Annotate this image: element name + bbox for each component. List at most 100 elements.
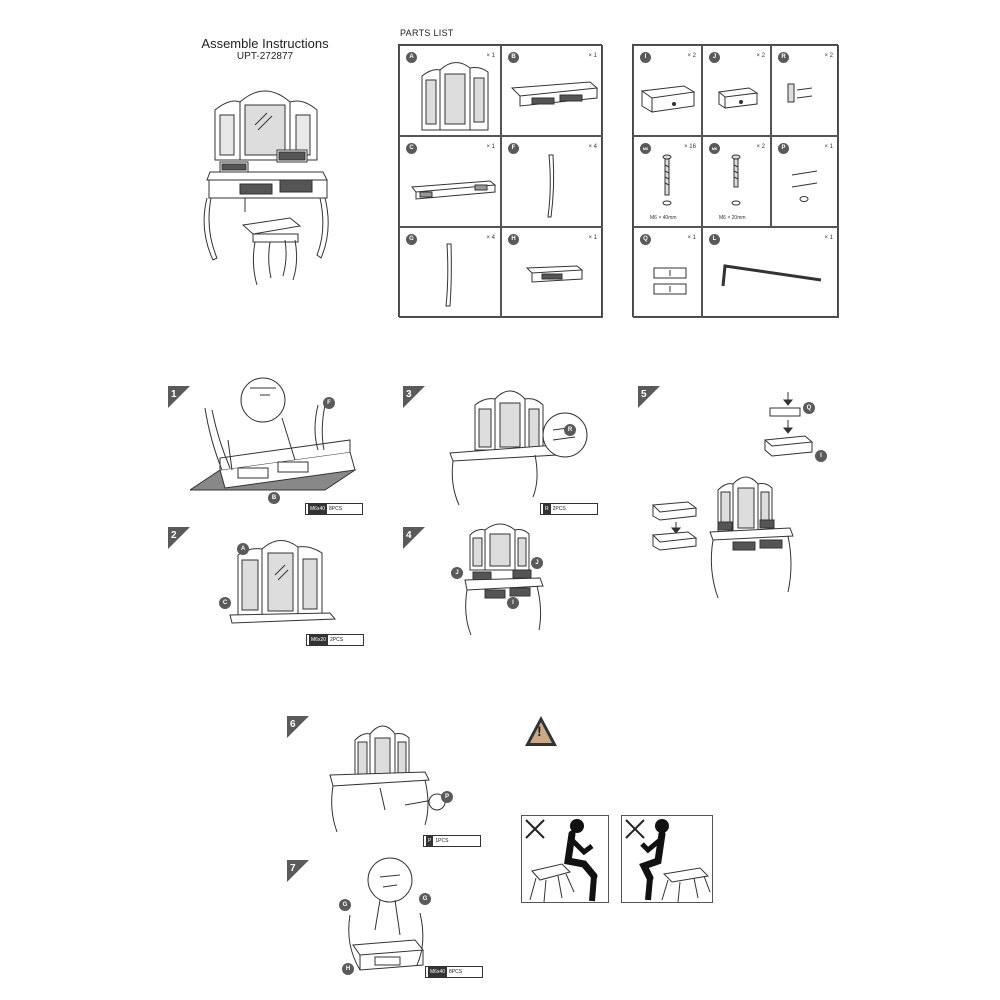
part-badge: B [508, 52, 519, 63]
part-cell-f: F × 4 [501, 136, 603, 227]
part-cell-i: I × 2 [633, 45, 702, 136]
part-cell-a: A × 1 [399, 45, 501, 136]
step-2-marker: 2 [168, 527, 190, 549]
label-i-step5: I [815, 450, 827, 462]
label-a: A [237, 543, 249, 555]
part-qty: × 16 [684, 144, 696, 150]
part-badge: Q [640, 234, 651, 245]
step-3-diagram [449, 390, 588, 506]
part-qty: × 1 [824, 144, 833, 150]
part-cell-bolt-20: M6 × 2 M6 × 20mm [702, 136, 771, 227]
step-number: 1 [171, 389, 177, 400]
step-5-drawer-assembly [763, 392, 814, 457]
label-j-right: J [531, 557, 543, 569]
warning-icon [525, 716, 557, 746]
step-6-diagram [329, 725, 446, 833]
stool-leg-icon [445, 243, 452, 307]
part-qty: × 1 [687, 235, 696, 241]
part-qty: × 1 [486, 53, 495, 59]
part-badge: A [406, 52, 417, 63]
step-number: 3 [406, 389, 412, 400]
part-qty: × 4 [486, 235, 495, 241]
parts-grid-right: I × 2 J × 2 R × 2 [632, 44, 839, 318]
part-cell-b: B × 1 [501, 45, 603, 136]
bolt-caption: M6 × 40mm [650, 215, 677, 221]
part-qty: × 1 [588, 235, 597, 241]
part-cell-p: P × 1 [771, 136, 839, 227]
step-number: 6 [290, 719, 296, 730]
part-qty: × 1 [824, 235, 833, 241]
large-drawer-icon [640, 85, 696, 113]
label-c: C [219, 597, 231, 609]
part-badge: M6 [640, 143, 651, 154]
table-leg-icon [547, 154, 555, 218]
part-qty: × 1 [588, 53, 597, 59]
part-badge: H [508, 234, 519, 245]
hardware-count: 8PCS [449, 969, 463, 975]
part-qty: × 1 [486, 144, 495, 150]
part-cell-bolt-40: M6 × 16 M6 × 40mm [633, 136, 702, 227]
part-badge: I [640, 52, 651, 63]
hardware-tag: P [426, 836, 434, 846]
hardware-tag: M6x20 [309, 635, 329, 645]
bolt-40mm-icon [662, 154, 672, 206]
mirror-base-board-icon [411, 180, 497, 200]
step-6-marker: 6 [287, 716, 309, 738]
bolt-20mm-icon [731, 154, 741, 206]
allen-key-icon [721, 264, 822, 287]
warning-panel-left [521, 815, 609, 903]
label-r: R [564, 424, 576, 436]
label-j-left: J [451, 567, 463, 579]
part-cell-h: H × 1 [501, 227, 603, 318]
title-text: Assemble Instructions [201, 36, 329, 51]
hardware-tag: M6x40 [308, 504, 328, 514]
warning-panel-right [621, 815, 713, 903]
warning-symbol: ! [537, 723, 542, 739]
hardware-count: 8PCS [329, 506, 343, 512]
part-badge: R [778, 52, 789, 63]
vanity-set-illustration [203, 90, 329, 286]
step-7-marker: 7 [287, 860, 309, 882]
part-cell-r: R × 2 [771, 45, 839, 136]
part-badge: P [778, 143, 789, 154]
step-4-diagram [464, 523, 544, 636]
part-qty: × 2 [756, 144, 765, 150]
step-number: 2 [171, 530, 177, 541]
part-badge: L [709, 234, 720, 245]
label-g-left: G [339, 899, 351, 911]
part-badge: F [508, 143, 519, 154]
hardware-count: 2PCS [330, 637, 344, 643]
part-qty: × 4 [588, 144, 597, 150]
bracket-icon [787, 83, 813, 103]
step-3-marker: 3 [403, 386, 425, 408]
step-7-diagram [348, 857, 424, 971]
step-5-marker: 5 [638, 386, 660, 408]
part-badge: G [406, 234, 417, 245]
part-badge: M6 [709, 143, 720, 154]
hardware-count: 2PCS [552, 506, 566, 512]
label-b: B [268, 492, 280, 504]
part-cell-c: C × 1 [399, 136, 501, 227]
hardware-tag: M6x40 [428, 967, 448, 977]
step-1-marker: 1 [168, 386, 190, 408]
label-f: F [323, 397, 335, 409]
bolt-caption: M6 × 20mm [719, 215, 746, 221]
mirror-frame-icon [421, 62, 489, 131]
part-qty: × 2 [756, 53, 765, 59]
label-i: I [507, 597, 519, 609]
part-badge: C [406, 143, 417, 154]
hardware-tag: R [543, 504, 551, 514]
step-number: 4 [406, 530, 412, 541]
part-cell-l: L × 1 [702, 227, 839, 318]
hardware-count: 1PCS [435, 838, 449, 844]
label-g-right: G [419, 893, 431, 905]
label-h: H [342, 963, 354, 975]
step-1-diagram [190, 377, 357, 491]
model-number: UPT-272877 [236, 51, 294, 62]
instructions-title: Assemble Instructions UPT-272877 [185, 37, 345, 63]
